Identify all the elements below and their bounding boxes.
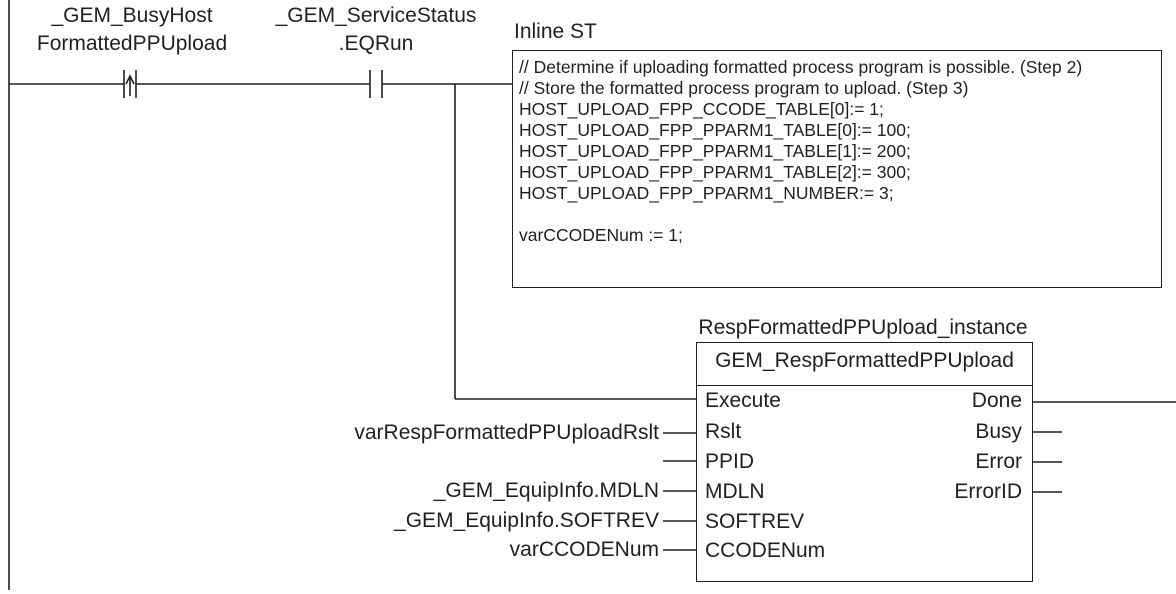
fb-divider xyxy=(697,385,1032,386)
contact-2-label-line2: .EQRun xyxy=(338,32,414,55)
up-edge-contact-icon xyxy=(123,70,137,98)
inline-st-box: // Determine if uploading formatted proc… xyxy=(512,50,1162,288)
fb-input-ccodenum: CCODENum xyxy=(705,539,826,562)
st-line: HOST_UPLOAD_FPP_PPARM1_TABLE[1]:= 200; xyxy=(519,141,911,161)
st-line: HOST_UPLOAD_FPP_PPARM1_TABLE[0]:= 100; xyxy=(519,120,911,140)
st-line: varCCODENum := 1; xyxy=(519,225,683,245)
contact-1-label-line2: FormattedPPUpload xyxy=(36,32,228,55)
contact-1-label-line1: _GEM_BusyHost xyxy=(51,4,213,27)
st-line: HOST_UPLOAD_FPP_CCODE_TABLE[0]:= 1; xyxy=(519,99,884,119)
st-line: // Determine if uploading formatted proc… xyxy=(519,57,1083,77)
function-block: GEM_RespFormattedPPUpload Execute Rslt P… xyxy=(696,342,1033,582)
st-line: HOST_UPLOAD_FPP_PPARM1_TABLE[2]:= 300; xyxy=(519,162,911,182)
fb-input-ppid: PPID xyxy=(705,450,755,473)
var-softrev: _GEM_EquipInfo.SOFTREV xyxy=(394,509,659,532)
fb-output-errorid: ErrorID xyxy=(954,480,1022,503)
var-mdln: _GEM_EquipInfo.MDLN xyxy=(433,479,659,502)
fb-output-done: Done xyxy=(971,389,1022,412)
no-contact-icon xyxy=(369,70,383,98)
var-rslt: varRespFormattedPPUploadRslt xyxy=(354,421,659,444)
contact-2-label-line1: _GEM_ServiceStatus xyxy=(275,4,477,27)
fb-type-name: GEM_RespFormattedPPUpload xyxy=(715,349,1014,372)
inline-st-title: Inline ST xyxy=(514,20,597,43)
fb-output-error: Error xyxy=(975,450,1022,473)
fb-input-softrev: SOFTREV xyxy=(705,510,805,533)
fb-instance-name: RespFormattedPPUpload_instance xyxy=(698,316,1028,339)
st-line: // Store the formatted process program t… xyxy=(519,78,969,98)
fb-output-busy: Busy xyxy=(975,420,1022,443)
var-ccodenum: varCCODENum xyxy=(509,538,659,561)
fb-input-rslt: Rslt xyxy=(705,420,742,443)
st-line: HOST_UPLOAD_FPP_PPARM1_NUMBER:= 3; xyxy=(519,183,894,203)
fb-input-execute: Execute xyxy=(705,389,781,412)
fb-input-mdln: MDLN xyxy=(705,480,765,503)
